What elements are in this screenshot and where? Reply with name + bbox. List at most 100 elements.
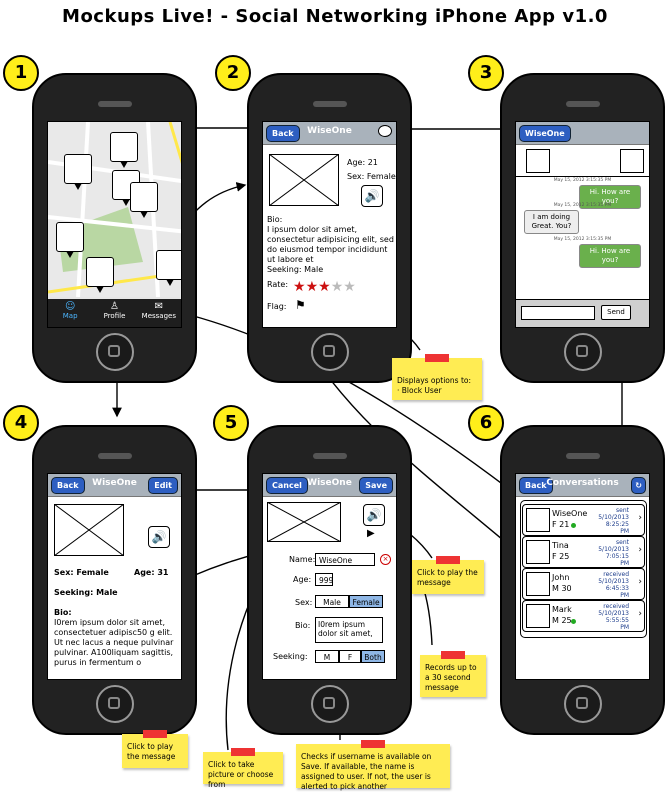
sex-label: Sex: [295,598,313,607]
seeking-text: Seeking: Male [267,265,324,274]
seeking-text: Seeking: Male [54,588,118,597]
edit-button[interactable]: Edit [148,477,178,494]
bio-label: Bio: [295,621,311,630]
step-badge-3: 3 [468,55,504,91]
phone-map: ☺ Map ♙ Profile ✉ Messages [32,73,197,383]
cancel-button[interactable]: Cancel [266,477,308,494]
seeking-label: Seeking: [273,652,308,661]
save-button[interactable]: Save [359,477,393,494]
tab-profile[interactable]: ♙ Profile [92,299,136,327]
speaker-icon[interactable]: 🔊 [361,185,383,207]
note-username-check: Checks if username is available on Save.… [296,740,450,791]
back-button[interactable]: Back [51,477,85,494]
chat-bubble-icon[interactable] [378,125,392,137]
online-dot-icon [571,619,576,624]
age-text: Age: 21 [347,158,378,167]
seeking-option-both[interactable]: Both [361,650,385,663]
sex-option-female[interactable]: Female [349,595,383,608]
star-icon[interactable]: ★ [343,279,356,295]
speaker-icon[interactable]: 🔊 [363,504,385,526]
age-field[interactable]: 999 [315,573,333,586]
profile-screen: Back WiseOne Age: 21 Sex: Female 🔊 Bio: … [262,121,397,328]
message-input[interactable] [521,306,595,320]
message-bubble-sent: Hi. How are you? [579,244,641,268]
age-label: Age: [293,575,312,584]
step-badge-6: 6 [468,405,504,441]
record-play-icon[interactable]: ▶ [367,528,375,539]
back-button[interactable]: Back [266,125,300,142]
seeking-option-m[interactable]: M [315,650,339,663]
user-pin-icon[interactable] [86,257,114,293]
user-pin-icon[interactable] [64,154,92,190]
sex-text: Sex: Female [54,568,109,577]
back-button[interactable]: Back [519,477,553,494]
home-button[interactable] [95,685,134,723]
step-badge-5: 5 [213,405,249,441]
home-button[interactable] [563,333,602,371]
send-button[interactable]: Send [601,305,631,320]
bio-text: I ipsum dolor sit amet, consectetur adip… [267,225,394,264]
message-bubble-received: I am doing Great. You? [524,210,579,234]
rate-label: Rate: [267,280,289,289]
tab-messages[interactable]: ✉ Messages [137,299,181,327]
phone-own-profile: Back WiseOne Edit 🔊 Sex: Female Age: 31 … [32,425,197,735]
photo-placeholder[interactable] [267,502,341,542]
user-pin-icon[interactable] [110,132,138,168]
conversation-row[interactable]: Tina F 25 sent 5/10/2013 7:05:15 PM › [522,536,645,568]
user-pin-icon[interactable] [56,222,84,258]
conversation-row[interactable]: John M 30 received 5/10/2013 6:45:33 PM … [522,568,645,600]
phone-profile: Back WiseOne Age: 21 Sex: Female 🔊 Bio: … [247,73,412,383]
phone-conversations: Back Conversations ↻ WiseOne F 21 sent 5… [500,425,665,735]
flag-icon[interactable]: ⚑ [295,298,306,312]
tab-map[interactable]: ☺ Map [48,299,92,327]
home-button[interactable] [310,333,349,371]
home-button[interactable] [310,685,349,723]
refresh-icon[interactable]: ↻ [631,477,646,494]
chat-icon: ✉ [154,301,164,312]
step-badge-1: 1 [3,55,39,91]
step-badge-2: 2 [215,55,251,91]
chevron-right-icon: › [638,577,642,587]
star-icon[interactable]: ★ [318,279,331,295]
nav-title: WiseOne [92,478,137,488]
own-profile-screen: Back WiseOne Edit 🔊 Sex: Female Age: 31 … [47,473,182,680]
chevron-right-icon: › [638,513,642,523]
seeking-segmented-control: M F Both [315,650,385,663]
nav-title: WiseOne [307,478,352,488]
flag-label: Flag: [267,302,287,311]
star-icon[interactable]: ★ [305,279,319,295]
speaker-icon[interactable]: 🔊 [148,526,170,548]
phone-chat: WiseOne May 15, 2012 3:15:35 PM Hi. How … [500,73,665,383]
note-block-user: Displays options to: · Block User [392,354,482,400]
conversation-row[interactable]: Mark M 25 received 5/10/2013 5:55:55 PM … [522,600,645,632]
avatar [526,572,550,596]
bio-textarea[interactable]: I0rem ipsum dolor sit amet, [315,617,383,643]
avatar [620,149,644,173]
home-button[interactable] [95,333,134,371]
phone-edit-profile: Cancel WiseOne Save 🔊 ▶ Name: WiseOne × … [247,425,412,735]
person-icon: ♙ [110,301,119,312]
star-icon[interactable]: ★ [293,279,306,295]
chat-screen: WiseOne May 15, 2012 3:15:35 PM Hi. How … [515,121,650,328]
user-pin-icon[interactable] [156,250,181,286]
conversation-list [520,500,647,638]
back-button[interactable]: WiseOne [519,125,571,142]
bio-text: I0rem ipsum dolor sit amet, consectetuer… [54,618,174,667]
conversation-row[interactable]: WiseOne F 21 sent 5/10/2013 8:25:25 PM › [522,504,645,536]
message-meta: received 5/10/2013 6:45:33 PM [598,571,629,599]
star-icon[interactable]: ★ [330,279,344,295]
home-button[interactable] [563,685,602,723]
contact-name: John [552,573,570,582]
name-field[interactable]: WiseOne [315,553,375,566]
user-pin-icon[interactable] [130,182,158,218]
contact-sub: M 25 [552,616,572,625]
seeking-option-f[interactable]: F [339,650,361,663]
avatar [526,149,550,173]
message-bubble-sent: Hi. How are you? [579,185,641,209]
conversations-screen: Back Conversations ↻ WiseOne F 21 sent 5… [515,473,650,680]
sex-option-male[interactable]: Male [315,595,349,608]
star-rating[interactable]: ★★★★★ [293,276,356,295]
people-icon: ☺ [64,301,76,312]
contact-sub: M 30 [552,584,572,593]
message-meta: sent 5/10/2013 8:25:25 PM [598,507,629,535]
